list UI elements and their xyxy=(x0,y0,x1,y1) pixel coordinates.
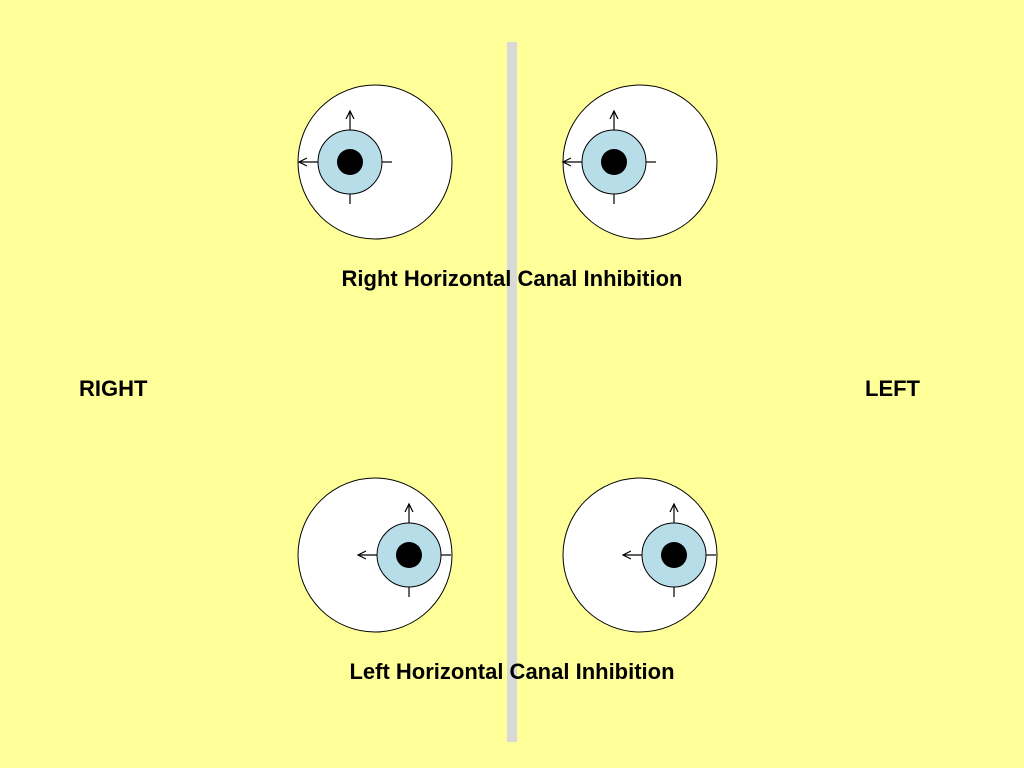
pupil xyxy=(601,149,627,175)
pupil xyxy=(661,542,687,568)
caption-right-canal-inhibition: Right Horizontal Canal Inhibition xyxy=(341,266,683,291)
pupil xyxy=(337,149,363,175)
eye-icon xyxy=(562,477,718,633)
side-label-right: RIGHT xyxy=(79,376,148,401)
eye-icon xyxy=(297,84,453,240)
midline-divider xyxy=(507,42,517,742)
caption-left-canal-inhibition: Left Horizontal Canal Inhibition xyxy=(349,659,675,684)
pupil xyxy=(396,542,422,568)
eye-icon xyxy=(297,477,453,633)
eye-icon xyxy=(563,84,718,240)
side-label-left: LEFT xyxy=(865,376,920,401)
